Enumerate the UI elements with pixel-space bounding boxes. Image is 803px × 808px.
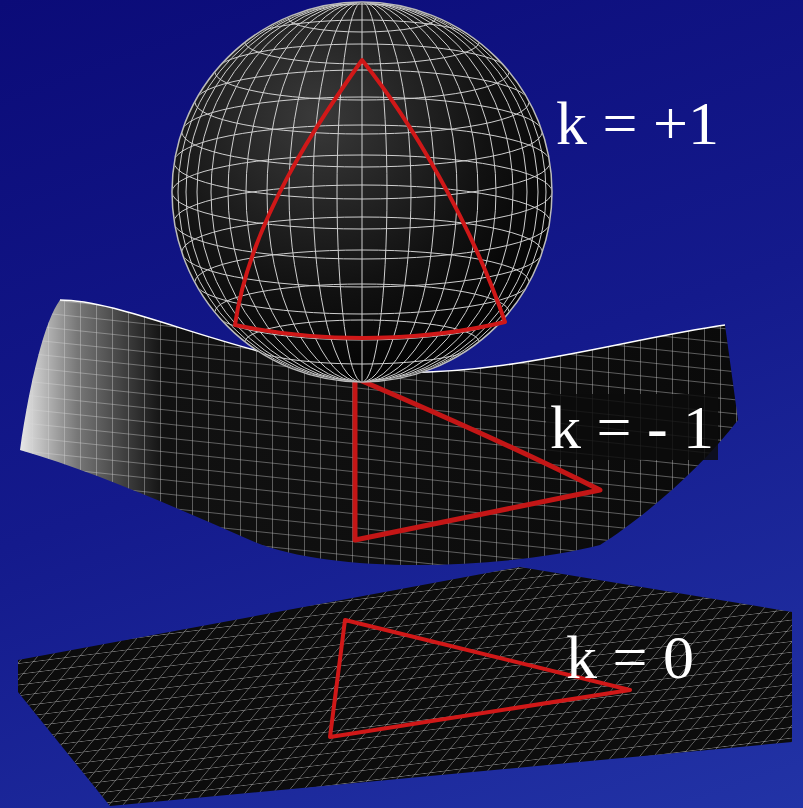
curvature-label: k = 0 <box>566 626 694 688</box>
curvature-label: k = - 1 <box>546 394 718 460</box>
flat-plane <box>0 550 803 808</box>
sphere <box>172 2 552 382</box>
curvature-label: k = +1 <box>556 92 719 154</box>
